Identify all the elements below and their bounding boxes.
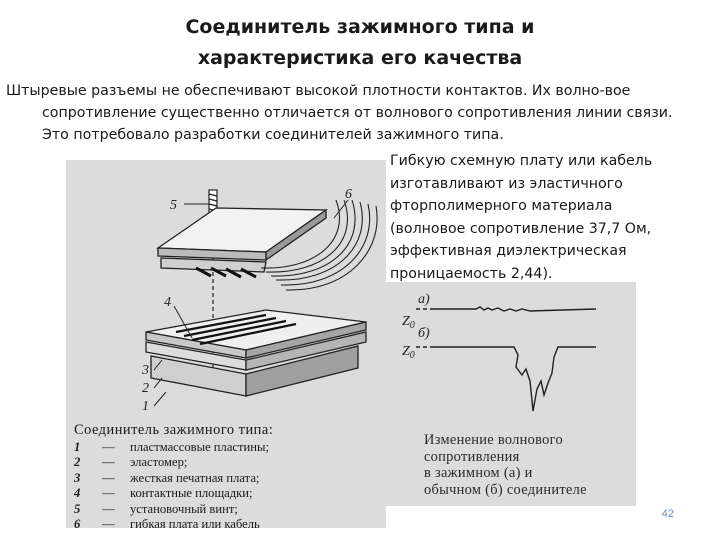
intro-paragraph: Штыревые разъемы не обеспечивают высокой… xyxy=(6,80,716,146)
legend-item: 4—контактные площадки; xyxy=(74,486,253,501)
material-line-3: фторполимерного материала xyxy=(390,198,613,214)
material-line-6: проницаемость 2,44). xyxy=(390,265,553,282)
figure-legend: Соединитель зажимного типа: 1—пластмассо… xyxy=(74,422,374,532)
intro-line-3: Это потребовало разработки соединителей … xyxy=(42,127,504,143)
callout-4: 4 xyxy=(164,295,171,310)
material-line-2: изготавливают из эластичного xyxy=(390,175,623,192)
connector-drawing: 5 6 4 3 2 1 xyxy=(141,187,378,414)
graph-label-b: б) xyxy=(418,326,430,341)
cable-traces xyxy=(195,266,257,279)
material-line-4: (волновое сопротивление 37,7 Ом, xyxy=(390,220,652,237)
callout-1: 1 xyxy=(142,399,149,414)
legend-item: 5—установочный винт; xyxy=(74,501,238,516)
callout-6: 6 xyxy=(345,187,352,202)
slide-title: Соединитель зажимного типа и характерист… xyxy=(0,12,720,74)
curve-b xyxy=(432,346,596,412)
caption-line-4: обычном (б) соединителе xyxy=(424,481,587,498)
lower-plate-stack xyxy=(145,309,367,397)
legend-item: 1—пластмассовые пластины; xyxy=(74,440,269,454)
graph-scan-background xyxy=(386,282,636,506)
flexible-cable xyxy=(260,199,378,291)
z0-label-a: Z0 xyxy=(402,314,415,331)
z0-label-b: Z0 xyxy=(402,344,415,361)
callout-5: 5 xyxy=(170,198,177,213)
callout-lines xyxy=(153,199,349,407)
caption-line-1: Изменение волнового xyxy=(424,432,563,448)
intro-line-2: сопротивление существенно отличается от … xyxy=(42,105,673,121)
material-line-1: Гибкую схемную плату или кабель xyxy=(390,153,653,169)
caption-line-2: сопротивления xyxy=(424,448,520,465)
contact-pads xyxy=(175,313,297,346)
material-line-5: эффективная диэлектрическая xyxy=(390,243,627,259)
material-note: Гибкую схемную плату или кабель изготавл… xyxy=(390,150,710,285)
graph-label-a: а) xyxy=(418,292,430,307)
curve-a xyxy=(432,306,597,312)
impedance-graph: а) Z0 б) Z0 xyxy=(402,292,597,412)
title-line-2: характеристика его качества xyxy=(197,47,523,69)
page-number: 42 xyxy=(661,508,674,520)
legend-item: 3—жесткая печатная плата; xyxy=(74,470,260,485)
intro-line-1: Штыревые разъемы не обеспечивают высокой… xyxy=(6,83,631,99)
caption-line-3: в зажимном (а) и xyxy=(424,465,533,481)
callout-3: 3 xyxy=(141,363,149,378)
title-line-1: Соединитель зажимного типа и xyxy=(185,16,535,38)
callout-2: 2 xyxy=(142,381,149,396)
legend-title: Соединитель зажимного типа: xyxy=(74,422,274,438)
legend-item: 6—гибкая плата или кабель xyxy=(74,516,260,531)
upper-plate xyxy=(156,207,329,273)
graph-caption: Изменение волнового сопротивления в зажи… xyxy=(424,432,634,498)
legend-item: 2—эластомер; xyxy=(74,455,188,470)
